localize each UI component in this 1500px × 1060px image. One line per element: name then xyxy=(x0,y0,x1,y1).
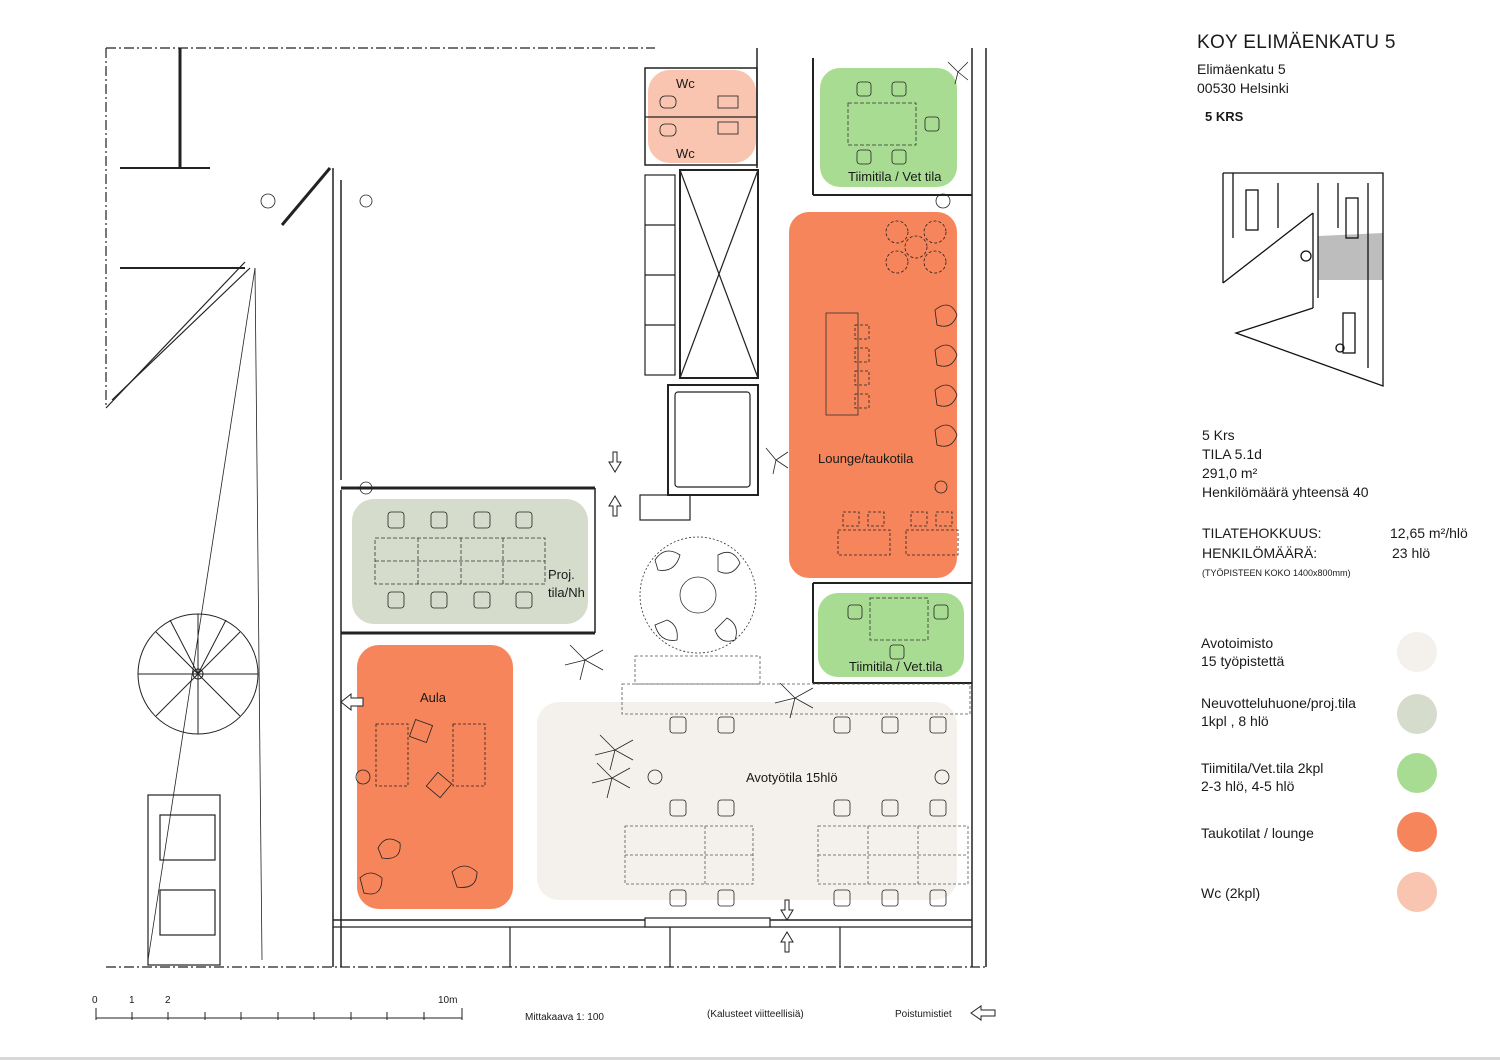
legend-swatch xyxy=(1397,812,1437,852)
project-room-label-1: Proj. xyxy=(548,567,575,582)
key-plan-highlight xyxy=(1318,233,1383,280)
efficiency-value: 12,65 m²/hlö xyxy=(1390,525,1468,541)
walls xyxy=(105,47,987,968)
legend-item-team-room: Tiimitila/Vet.tila 2kpl 2-3 hlö, 4-5 hlö xyxy=(1201,753,1491,801)
exits-label: Poistumistiet xyxy=(895,1009,952,1020)
exit-arrow-icon xyxy=(970,1005,996,1021)
legend-swatch xyxy=(1397,632,1437,672)
scale-tick-2: 2 xyxy=(165,995,171,1006)
furniture-note: (Kalusteet viitteellisiä) xyxy=(707,1009,804,1020)
scale-text: Mittakaava 1: 100 xyxy=(525,1012,604,1023)
project-room-label-2: tila/Nh xyxy=(548,585,585,600)
persons-label: HENKILÖMÄÄRÄ: xyxy=(1202,545,1318,561)
open-office-label: Avotyötila 15hlö xyxy=(746,770,838,785)
legend-line2: 2-3 hlö, 4-5 hlö xyxy=(1201,778,1295,794)
plants xyxy=(564,61,969,799)
workstation-size-note: (TYÖPISTEEN KOKO 1400x800mm) xyxy=(1202,568,1351,578)
spiral-stair xyxy=(137,613,259,735)
scale-tick-10m: 10m xyxy=(438,995,457,1006)
legend-line1: Tiimitila/Vet.tila 2kpl xyxy=(1201,760,1324,776)
aula-zone xyxy=(357,645,513,909)
legend-line1: Wc (2kpl) xyxy=(1201,885,1261,901)
legend-swatch xyxy=(1397,694,1437,734)
legend-line1: Neuvotteluhuone/proj.tila xyxy=(1201,695,1356,711)
open-office-zone xyxy=(537,702,957,900)
scale-bar xyxy=(95,1008,463,1020)
lounge-label: Lounge/taukotila xyxy=(818,451,914,466)
efficiency-label: TILATEHOKKUUS: xyxy=(1202,525,1322,541)
exit-arrows xyxy=(340,451,794,953)
key-plan xyxy=(1222,172,1384,387)
scale-tick-0: 0 xyxy=(92,995,98,1006)
page-bottom-border xyxy=(0,1057,1500,1060)
lounge-zone xyxy=(789,212,957,578)
legend-line1: Avotoimisto xyxy=(1201,635,1274,651)
persons-value: 23 hlö xyxy=(1392,545,1431,561)
info-space: TILA 5.1d xyxy=(1202,446,1262,462)
wc-bottom-label: Wc xyxy=(676,146,695,161)
street-address: Elimäenkatu 5 xyxy=(1197,61,1286,77)
legend-line1: Taukotilat / lounge xyxy=(1201,825,1314,841)
legend-item-meeting: Neuvotteluhuone/proj.tila 1kpl , 8 hlö xyxy=(1201,694,1491,742)
legend-swatch xyxy=(1397,753,1437,793)
building-title: KOY ELIMÄENKATU 5 xyxy=(1197,32,1396,53)
furniture xyxy=(260,81,971,907)
city-address: 00530 Helsinki xyxy=(1197,80,1289,96)
legend-line2: 15 työpistettä xyxy=(1201,653,1285,669)
legend-item-open-office: Avotoimisto 15 työpistettä xyxy=(1201,632,1491,680)
team-room-top-label: Tiimitila / Vet tila xyxy=(848,169,942,184)
floor-plan: Wc Wc Tiimitila / Vet tila Lounge/taukot… xyxy=(92,47,996,1023)
wc-top-label: Wc xyxy=(676,76,695,91)
legend-line2: 1kpl , 8 hlö xyxy=(1201,713,1269,729)
zone-fills xyxy=(352,68,964,909)
project-room-zone xyxy=(352,499,588,624)
team-room-top-zone xyxy=(820,68,957,187)
scale-tick-1: 1 xyxy=(129,995,135,1006)
info-floor: 5 Krs xyxy=(1202,427,1235,443)
team-room-bottom-zone xyxy=(818,593,964,677)
aula-label: Aula xyxy=(420,690,447,705)
legend-item-lounge: Taukotilat / lounge xyxy=(1201,812,1491,860)
legend-swatch xyxy=(1397,872,1437,912)
info-persons-total: Henkilömäärä yhteensä 40 xyxy=(1202,484,1369,500)
legend-item-wc: Wc (2kpl) xyxy=(1201,872,1491,920)
floor-code: 5 KRS xyxy=(1205,109,1244,124)
info-area: 291,0 m² xyxy=(1202,465,1258,481)
team-room-bottom-label: Tiimitila / Vet.tila xyxy=(849,659,943,674)
